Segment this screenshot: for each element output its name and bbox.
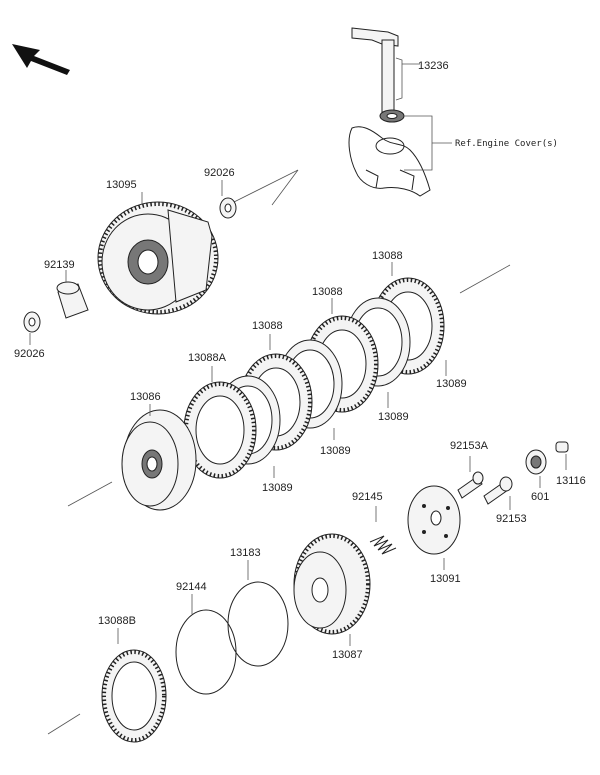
bolt-92153 xyxy=(483,476,513,510)
label-92144: 92144 xyxy=(176,581,207,593)
label-92153A: 92153A xyxy=(450,440,489,452)
label-13088-low: 13088 xyxy=(252,320,283,332)
friction-plate-13088A xyxy=(183,381,257,479)
label-92139: 92139 xyxy=(44,259,75,271)
bolt-92153A xyxy=(457,456,484,499)
label-601: 601 xyxy=(531,491,549,503)
spring-92145 xyxy=(369,506,397,555)
release-lever-13236 xyxy=(351,27,420,113)
washer-92026-left xyxy=(23,311,41,345)
label-13088A: 13088A xyxy=(188,352,227,364)
label-92026-top: 92026 xyxy=(204,167,235,179)
friction-plate-13088B xyxy=(101,628,167,743)
label-13236: 13236 xyxy=(418,60,449,72)
clutch-housing-13095 xyxy=(97,192,219,315)
sleeve-92139 xyxy=(56,270,89,319)
engine-cover-fragment xyxy=(348,115,452,197)
oil-seal xyxy=(379,109,405,123)
spring-ring-13183 xyxy=(227,560,289,667)
plate-leader-lines xyxy=(211,262,447,478)
label-13091: 13091 xyxy=(430,573,461,585)
label-13089-2: 13089 xyxy=(378,411,409,423)
label-13095: 13095 xyxy=(106,179,137,191)
washer-92026-top xyxy=(219,180,237,219)
label-13086: 13086 xyxy=(130,391,161,403)
label-13088B: 13088B xyxy=(98,615,136,627)
clutch-hub-13087 xyxy=(293,533,371,646)
lifter-plate-13091 xyxy=(407,485,461,570)
label-ref-engine-cover: Ref.Engine Cover(s) xyxy=(455,139,558,149)
label-13088-mid: 13088 xyxy=(312,286,343,298)
label-13089-3: 13089 xyxy=(320,445,351,457)
ring-92144 xyxy=(175,594,237,695)
arrow-up-left-icon xyxy=(12,44,70,75)
label-92145: 92145 xyxy=(352,491,383,503)
label-13089-4: 13089 xyxy=(262,482,293,494)
label-13087: 13087 xyxy=(332,649,363,661)
assembly-guide-lines xyxy=(47,169,511,735)
pressure-plate-13086 xyxy=(121,404,197,511)
label-13116: 13116 xyxy=(556,475,586,487)
pin-13116 xyxy=(555,441,569,470)
label-13088-top: 13088 xyxy=(372,250,403,262)
label-13089-1: 13089 xyxy=(436,378,467,390)
label-92153: 92153 xyxy=(496,513,527,525)
label-92026-left: 92026 xyxy=(14,348,45,360)
bearing-601 xyxy=(525,449,547,488)
label-13183: 13183 xyxy=(230,547,261,559)
